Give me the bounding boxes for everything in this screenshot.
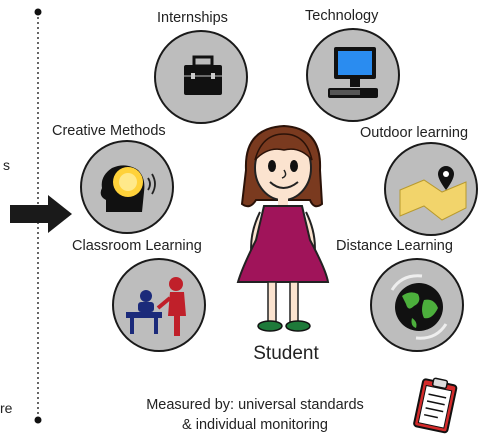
classroom-icon xyxy=(126,277,186,336)
clipboard-icon xyxy=(413,377,458,434)
outdoor-learning-label: Outdoor learning xyxy=(360,125,469,141)
student-label: Student xyxy=(253,343,319,364)
student-figure xyxy=(236,124,330,332)
measurement-line-1: Measured by: universal standards xyxy=(146,397,364,413)
left-fragment-top: s xyxy=(3,157,10,173)
creative-methods-node xyxy=(80,140,174,234)
outdoor-learning-node xyxy=(384,142,478,236)
creative-methods-label: Creative Methods xyxy=(52,123,166,139)
computer-icon xyxy=(328,47,378,98)
measurement-caption: Measured by: universal standards & indiv… xyxy=(110,395,400,435)
internships-node xyxy=(154,30,248,124)
arrow-icon xyxy=(10,195,72,233)
map-pin-icon xyxy=(399,166,467,221)
technology-node xyxy=(306,28,400,122)
briefcase-icon xyxy=(184,55,222,95)
distance-learning-label: Distance Learning xyxy=(336,238,453,254)
classroom-learning-node xyxy=(112,258,206,352)
measurement-line-2: & individual monitoring xyxy=(182,417,328,433)
globe-icon xyxy=(390,274,448,340)
left-fragment-bottom: re xyxy=(0,400,13,416)
classroom-learning-label: Classroom Learning xyxy=(72,238,202,254)
distance-learning-node xyxy=(370,258,464,352)
internships-label: Internships xyxy=(157,10,228,26)
brain-head-icon xyxy=(100,165,156,212)
technology-label: Technology xyxy=(305,8,379,24)
